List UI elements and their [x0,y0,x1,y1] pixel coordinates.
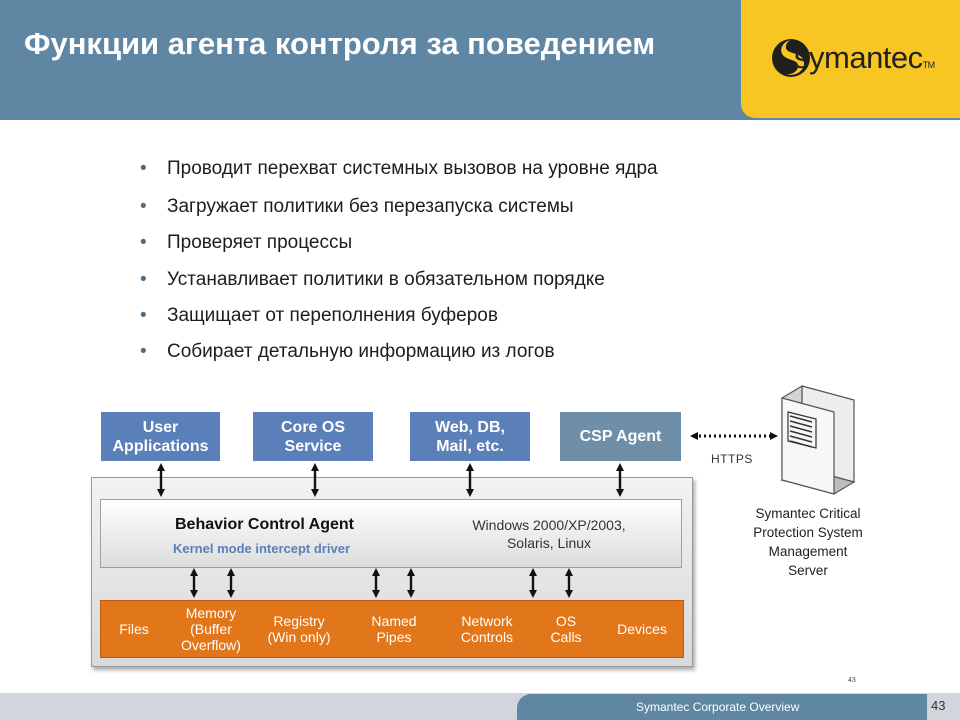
resource-network-controls: Network Controls [460,613,514,645]
bullet-item: •Устанавливает политики в обязательном п… [140,269,605,290]
agent-subtitle: Kernel mode intercept driver [173,541,350,556]
csp-agent-box: CSP Agent [560,412,681,461]
bullet-item: •Проводит перехват системных вызовов на … [140,158,658,179]
server-icon [780,384,856,495]
resources-bar: Files Memory (Buffer Overflow) Registry … [100,600,684,658]
symantec-logo-icon [772,39,810,77]
slide-title: Функции агента контроля за поведением [24,26,656,61]
small-page-number: 43 [848,677,856,684]
agent-title: Behavior Control Agent [175,516,354,533]
bullet-item: •Собирает детальную информацию из логов [140,341,555,362]
resource-named-pipes: Named Pipes [371,613,417,645]
server-caption: Symantec Critical Protection System Mana… [753,506,863,578]
resource-memory: Memory (Buffer Overflow) [181,605,241,653]
behavior-control-agent-box: Behavior Control Agent Kernel mode inter… [100,499,682,568]
logo-wordmark: symantecTM [794,40,935,76]
logo-wordmark-text: symantec [794,40,923,75]
footer-page-number: 43 [931,698,946,713]
bullet-item: •Проверяет процессы [140,232,353,253]
footer-tab [517,694,927,720]
user-applications-box: User Applications [101,412,220,461]
logo-tm: TM [922,60,936,70]
bullet-item: •Загружает политики без перезапуска сист… [140,196,574,217]
resource-registry: Registry (Win only) [267,613,331,645]
resource-devices: Devices [617,621,667,637]
core-os-service-box: Core OS Service [253,412,373,461]
bullet-list: •Проводит перехват системных вызовов на … [140,150,760,364]
resource-os-calls: OS Calls [550,613,582,645]
logo-area: symantecTM [741,0,960,118]
footer-text: Symantec Corporate Overview [636,700,800,714]
resource-files: Files [119,621,149,637]
https-label: HTTPS [711,452,753,466]
bullet-item: •Защищает от переполнения буферов [140,305,498,326]
web-db-mail-box: Web, DB, Mail, etc. [410,412,530,461]
agent-platforms: Windows 2000/XP/2003, Solaris, Linux [472,517,626,551]
